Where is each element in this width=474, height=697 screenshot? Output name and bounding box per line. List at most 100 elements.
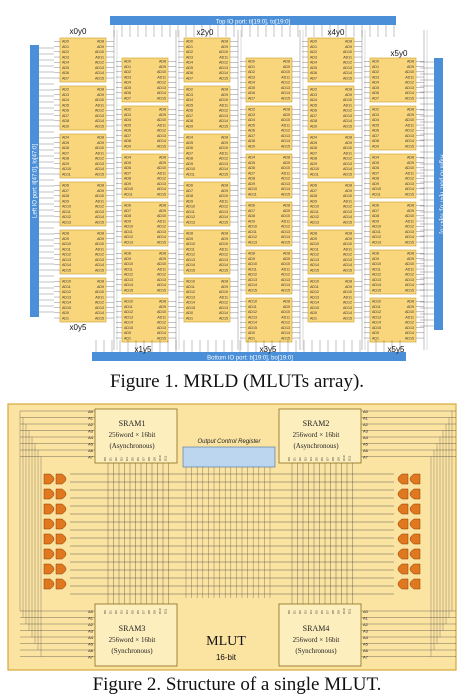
pin-label: AD15 bbox=[219, 220, 228, 224]
pin-label: AD13 bbox=[281, 230, 290, 234]
pin-label: AD11 bbox=[186, 247, 195, 251]
pin-label: AD7 bbox=[124, 134, 131, 138]
pin-label: AD15 bbox=[281, 288, 290, 292]
pin-label: AD12 bbox=[95, 61, 104, 65]
pin-label: AD15 bbox=[95, 124, 104, 128]
pin-label: AD11 bbox=[310, 172, 319, 176]
pin-label: AD8 bbox=[186, 157, 193, 161]
pin-label: AD6 bbox=[62, 184, 69, 188]
pin-label: AD5 bbox=[124, 123, 131, 127]
address-pin-label: A3 bbox=[363, 429, 369, 434]
pin-label: AD9 bbox=[248, 257, 255, 261]
pin-label: AD15 bbox=[219, 172, 228, 176]
pin-label: AD11 bbox=[62, 247, 71, 251]
data-pin-label: D1 bbox=[109, 610, 113, 614]
pin-label: AD9 bbox=[310, 237, 317, 241]
pin-label: AD14 bbox=[372, 283, 381, 287]
pin-label: AD10 bbox=[310, 167, 319, 171]
pin-label: AD9 bbox=[283, 209, 290, 213]
data-pin-label: D6 bbox=[320, 457, 324, 461]
pin-label: AD9 bbox=[283, 113, 290, 117]
pin-label: AD6 bbox=[124, 166, 131, 170]
top-io-port-bar bbox=[110, 16, 396, 25]
data-pin-label: D10 bbox=[342, 455, 346, 461]
pin-label: AD11 bbox=[310, 210, 319, 214]
pin-label: AD10 bbox=[310, 205, 319, 209]
pin-label: AD9 bbox=[186, 124, 193, 128]
pin-label: AD8 bbox=[159, 252, 166, 256]
pin-label: AD1 bbox=[62, 45, 69, 49]
pin-label: AD0 bbox=[310, 311, 317, 315]
pin-label: AD8 bbox=[283, 300, 290, 304]
data-pin-label: D3 bbox=[304, 457, 308, 461]
pin-label: AD8 bbox=[283, 108, 290, 112]
pin-label: AD15 bbox=[186, 268, 195, 272]
pin-label: AD15 bbox=[219, 124, 228, 128]
pin-label: AD8 bbox=[407, 108, 414, 112]
pin-label: AD14 bbox=[95, 71, 104, 75]
pin-label: AD9 bbox=[186, 162, 193, 166]
pin-label: AD9 bbox=[221, 45, 228, 49]
pin-label: AD11 bbox=[157, 123, 166, 127]
pin-label: AD11 bbox=[343, 103, 352, 107]
pin-label: AD15 bbox=[281, 336, 290, 340]
sram3-size: 256word × 16bit bbox=[109, 636, 156, 644]
address-pin-label: A4 bbox=[363, 635, 369, 640]
pin-label: AD8 bbox=[248, 139, 255, 143]
pin-label: AD11 bbox=[372, 230, 381, 234]
sram1-name: SRAM1 bbox=[119, 419, 146, 428]
pin-label: AD6 bbox=[186, 146, 193, 150]
pin-label: AD14 bbox=[219, 215, 228, 219]
data-pin-label: D9 bbox=[153, 457, 157, 461]
pin-label: AD10 bbox=[124, 262, 133, 266]
pin-label: AD0 bbox=[310, 40, 317, 44]
pin-label: AD13 bbox=[343, 114, 352, 118]
pin-label: AD6 bbox=[372, 166, 379, 170]
pin-label: AD9 bbox=[283, 65, 290, 69]
data-pin-label: D4 bbox=[125, 610, 129, 614]
pin-label: AD15 bbox=[157, 240, 166, 244]
address-pin-label: A7 bbox=[363, 455, 369, 460]
pin-label: AD8 bbox=[283, 60, 290, 64]
pin-label: AD4 bbox=[62, 98, 69, 102]
pin-label: AD9 bbox=[407, 161, 414, 165]
sram3-name: SRAM3 bbox=[119, 624, 146, 633]
pin-label: AD13 bbox=[372, 278, 381, 282]
pin-label: AD10 bbox=[405, 166, 414, 170]
pin-label: AD11 bbox=[186, 285, 195, 289]
pin-label: AD10 bbox=[248, 225, 257, 229]
pin-label: AD10 bbox=[372, 300, 381, 304]
pin-label: AD13 bbox=[248, 278, 257, 282]
pin-label: AD6 bbox=[372, 91, 379, 95]
pin-label: AD9 bbox=[221, 141, 228, 145]
pin-label: AD4 bbox=[310, 61, 317, 65]
multiplexer bbox=[409, 578, 421, 590]
pin-label: AD11 bbox=[124, 267, 133, 271]
pin-label: AD9 bbox=[248, 144, 255, 148]
pin-label: AD1 bbox=[124, 336, 131, 340]
pin-label: AD9 bbox=[124, 219, 131, 223]
pin-label: AD9 bbox=[248, 182, 255, 186]
pin-label: AD11 bbox=[219, 103, 228, 107]
pin-label: AD5 bbox=[310, 66, 317, 70]
pin-label: AD15 bbox=[281, 96, 290, 100]
pin-label: AD8 bbox=[97, 184, 104, 188]
pin-label: AD14 bbox=[157, 283, 166, 287]
pin-label: AD15 bbox=[157, 96, 166, 100]
interconnect-wires bbox=[39, 25, 434, 352]
pin-label: AD13 bbox=[219, 66, 228, 70]
pin-label: AD11 bbox=[248, 267, 257, 271]
cell-label-x4y0: x4y0 bbox=[328, 28, 345, 37]
pin-label: AD11 bbox=[405, 315, 414, 319]
pin-label: AD3 bbox=[372, 75, 379, 79]
pin-label: AD2 bbox=[310, 88, 317, 92]
pin-label: AD15 bbox=[343, 220, 352, 224]
pin-label: AD13 bbox=[186, 295, 195, 299]
pin-label: AD9 bbox=[97, 237, 104, 241]
